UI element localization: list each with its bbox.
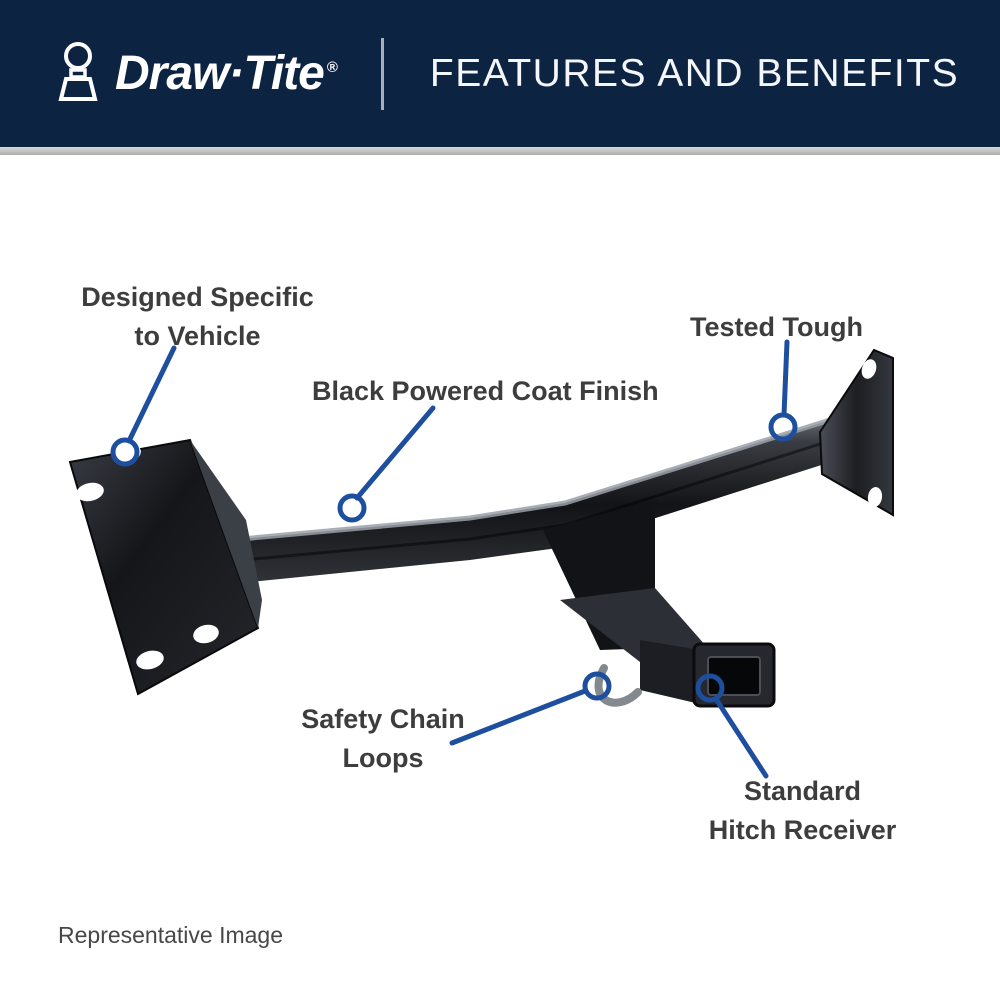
header-divider [380,37,384,110]
leader-coat-finish [354,405,436,501]
marker-designed-specific [110,437,140,467]
leader-designed-specific [126,345,177,444]
callout-line: Loops [342,743,424,774]
leader-tested-tough [781,339,790,418]
leader-hitch-receiver [713,696,769,779]
callout-line: Safety Chain [301,704,465,734]
drawtite-logo: Draw·Tite® [0,41,338,107]
callout-line: Designed Specific [81,282,314,312]
marker-coat-finish [337,493,367,523]
safety-chain-loop [594,664,642,707]
callout-line: Tested Tough [690,312,863,342]
gray-stripe [0,147,1000,155]
representative-image-caption: Representative Image [58,922,284,948]
hitch-crossbar [229,407,863,584]
receiver-assembly [543,500,776,708]
callout-tested-tough: Tested Tough [690,308,900,347]
marker-safety-chain [582,671,612,701]
callout-line: Black Powered Coat Finish [312,376,659,406]
leader-safety-chain [449,688,588,746]
callout-designed-specific: Designed Specific to Vehicle [65,278,330,356]
marker-hitch-receiver [695,673,725,703]
callout-line: to Vehicle [134,321,261,352]
callout-hitch-receiver: Standard Hitch Receiver [695,772,910,850]
registered-mark: ® [326,59,338,76]
hitch-ball-icon [58,41,98,101]
logo-text: Draw·Tite® [115,47,338,100]
callout-line: Hitch Receiver [708,815,897,846]
marker-tested-tough [768,412,798,442]
callout-line: Standard [743,776,862,806]
header-title: FEATURES AND BENEFITS [429,51,960,95]
left-mounting-plate [68,438,262,696]
header-bar: Draw·Tite® FEATURES AND BENEFITS [0,0,1000,147]
callout-coat-finish: Black Powered Coat Finish [312,372,712,411]
right-mounting-plate [818,348,894,517]
callout-safety-chain: Safety Chain Loops [288,700,478,778]
callout-lines-and-markers [110,339,798,779]
